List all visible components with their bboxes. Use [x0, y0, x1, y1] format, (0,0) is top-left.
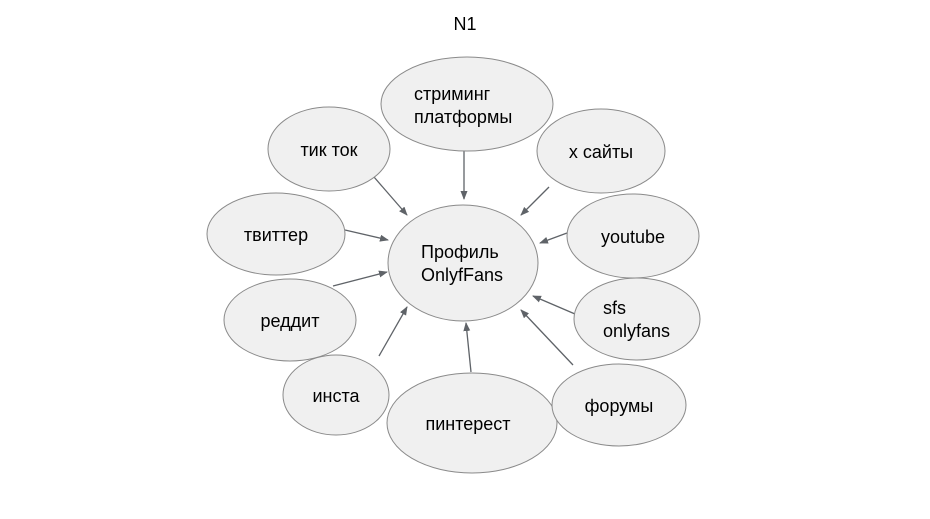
- node-twitter-shape: [206, 192, 346, 276]
- node-x-sites-label: х сайты: [569, 142, 633, 162]
- arrow-tik-tok-to-center: [373, 176, 408, 216]
- node-sfs-onlyfans-shape: [573, 277, 701, 361]
- node-insta[interactable]: инста: [282, 354, 390, 436]
- node-streaming-platforms-shape: [380, 56, 554, 152]
- connector-arrows: [332, 151, 576, 373]
- node-x-sites[interactable]: х сайты: [536, 108, 666, 194]
- node-sfs-onlyfans-label-line2: onlyfans: [603, 321, 670, 341]
- node-onlyfans-profile-label-line1: Профиль: [421, 242, 499, 262]
- arrow-youtube-to-center: [539, 232, 568, 244]
- node-forums-label: форумы: [585, 396, 654, 416]
- node-reddit[interactable]: реддит: [223, 278, 357, 362]
- arrow-insta-to-center: [378, 306, 408, 357]
- node-streaming-platforms-label-line1: стриминг: [414, 84, 491, 104]
- node-onlyfans-profile[interactable]: Профиль OnlyfFans: [387, 204, 539, 322]
- diagram-title: N1: [453, 14, 476, 34]
- node-twitter[interactable]: твиттер: [206, 192, 346, 276]
- node-reddit-label: реддит: [261, 311, 320, 331]
- node-reddit-shape: [223, 278, 357, 362]
- node-tik-tok-shape: [267, 106, 391, 192]
- node-sfs-onlyfans[interactable]: sfs onlyfans: [573, 277, 701, 361]
- node-streaming-platforms-label-line2: платформы: [414, 107, 512, 127]
- arrow-reddit-to-center: [332, 270, 388, 287]
- node-youtube[interactable]: youtube: [566, 193, 700, 279]
- arrow-forums-to-center: [520, 309, 574, 366]
- node-onlyfans-profile-shape: [387, 204, 539, 322]
- node-pinterest-label: пинтерест: [425, 414, 510, 434]
- node-streaming-platforms[interactable]: стриминг платформы: [380, 56, 554, 152]
- node-forums[interactable]: форумы: [551, 363, 687, 447]
- node-twitter-label: твиттер: [244, 225, 308, 245]
- node-tik-tok-label: тик ток: [300, 140, 357, 160]
- node-pinterest-shape: [386, 372, 558, 474]
- arrow-pinterest-to-center: [463, 322, 472, 373]
- arrow-x-sites-to-center: [520, 186, 550, 216]
- node-insta-shape: [282, 354, 390, 436]
- node-tik-tok[interactable]: тик ток: [267, 106, 391, 192]
- arrow-twitter-to-center: [344, 229, 389, 242]
- node-youtube-label: youtube: [601, 227, 665, 247]
- arrow-sfs-onlyfans-to-center: [532, 295, 576, 315]
- node-onlyfans-profile-label-line2: OnlyfFans: [421, 265, 503, 285]
- node-x-sites-shape: [536, 108, 666, 194]
- node-sfs-onlyfans-label-line1: sfs: [603, 298, 626, 318]
- node-forums-shape: [551, 363, 687, 447]
- node-insta-label: инста: [312, 386, 360, 406]
- node-pinterest[interactable]: пинтерест: [386, 372, 558, 474]
